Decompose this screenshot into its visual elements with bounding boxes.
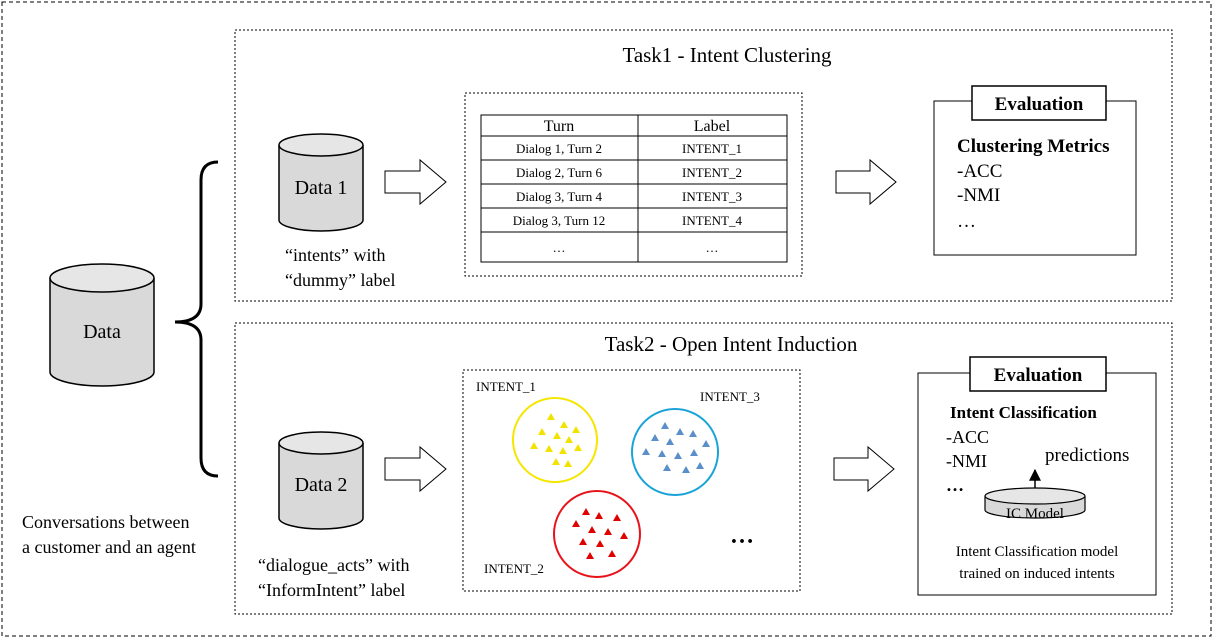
clusters-container [462, 369, 801, 592]
clusters-more-ellipsis: … [730, 523, 754, 549]
task1-metric-more: … [957, 211, 976, 232]
cluster-points-intent1 [530, 413, 582, 467]
cluster-circle-intent3 [631, 408, 719, 496]
data2-caption-line-1: “dialogue_acts” with [258, 555, 409, 575]
ic-model-caption-line-2: trained on induced intents [959, 566, 1115, 582]
task1-evaluation-title: Evaluation [995, 94, 1084, 115]
cluster-label-intent3: INTENT_3 [700, 389, 760, 404]
intent-table [480, 114, 788, 263]
data1-cylinder [278, 133, 364, 232]
source-caption-line-2: a customer and an agent [22, 537, 196, 557]
source-caption-line-1: Conversations between [22, 512, 189, 532]
cluster-label-intent2: INTENT_2 [484, 561, 544, 576]
table-cell-label: INTENT_3 [682, 189, 742, 204]
table-cell-turn: Dialog 3, Turn 12 [513, 213, 605, 228]
task2-panel [234, 322, 1173, 615]
task1-evaluation-tab [971, 85, 1107, 121]
task1-metrics-heading: Clustering Metrics [957, 136, 1109, 157]
ic-model-label: IC Model [1006, 506, 1064, 522]
task1-metric-acc: -ACC [957, 161, 1002, 182]
data2-label: Data 2 [295, 474, 348, 496]
task1-title: Task1 - Intent Clustering [622, 43, 832, 67]
table-cell-label: INTENT_4 [682, 213, 742, 228]
task2-evaluation-box [917, 372, 1157, 596]
task2-evaluation-tab [969, 356, 1107, 392]
cluster-points-intent2 [572, 508, 628, 559]
table-cell-label: INTENT_2 [682, 165, 742, 180]
source-data-label: Data [83, 321, 121, 343]
table-cell-turn: Dialog 3, Turn 4 [516, 189, 602, 204]
task1-arrow-to-table [384, 158, 447, 206]
source-data-cylinder [49, 263, 155, 387]
table-header-label: Label [694, 118, 731, 135]
table-cell-label: … [706, 240, 719, 255]
table-cell-turn: Dialog 1, Turn 2 [516, 141, 602, 156]
table-container [464, 92, 803, 277]
curly-brace [174, 160, 219, 478]
task2-evaluation-title: Evaluation [994, 365, 1083, 386]
data1-caption-line-1: “intents” with [285, 245, 385, 265]
table-cell-turn: Dialog 2, Turn 6 [516, 165, 602, 180]
ic-model-caption-line-1: Intent Classification model [956, 544, 1118, 560]
task2-title: Task2 - Open Intent Induction [605, 332, 858, 356]
cluster-circle-intent2 [553, 490, 641, 578]
ic-model-cylinder [984, 487, 1086, 519]
task2-arrow-to-clusters [384, 445, 447, 493]
task2-arrow-to-evaluation [833, 445, 895, 493]
data2-caption-line-2: “InformIntent” label [258, 580, 405, 600]
task2-metric-more: … [946, 475, 964, 495]
table-cell-label: INTENT_1 [682, 141, 742, 156]
task1-arrow-to-evaluation [835, 158, 897, 206]
data1-caption-line-2: “dummy” label [285, 270, 395, 290]
table-cell-turn: … [553, 240, 566, 255]
task2-metrics-heading: Intent Classification [950, 403, 1097, 422]
cluster-points-intent3 [642, 422, 710, 473]
table-header-turn: Turn [544, 118, 575, 135]
task1-panel [234, 29, 1173, 302]
predictions-label: predictions [1045, 445, 1129, 466]
task2-metric-nmi: -NMI [946, 451, 987, 471]
cluster-circle-intent1 [512, 397, 598, 483]
data1-label: Data 1 [295, 177, 348, 199]
cluster-label-intent1: INTENT_1 [476, 379, 536, 394]
task1-evaluation-box [933, 100, 1137, 256]
data2-cylinder [278, 431, 364, 530]
task1-metric-nmi: -NMI [957, 185, 1000, 206]
task2-metric-acc: -ACC [946, 427, 989, 447]
